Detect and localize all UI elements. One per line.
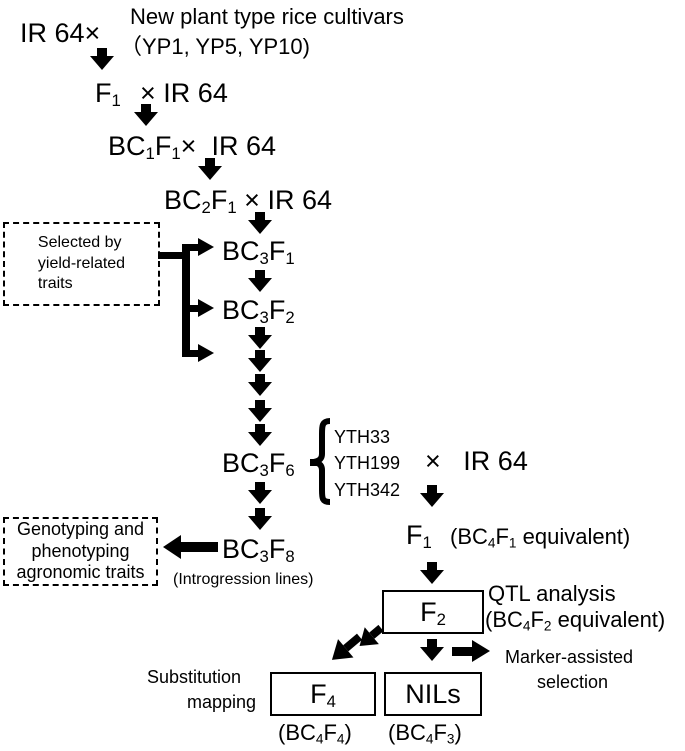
arrow-down	[248, 482, 272, 504]
f2-equivalent-note: (BC4F2 equivalent)	[485, 607, 666, 634]
arrow-down	[420, 485, 444, 507]
line-yth342: YTH342	[334, 480, 401, 500]
arrow-down	[420, 639, 444, 661]
donor-list: （YP1, YP5, YP10)	[120, 34, 310, 59]
selection-note-box: Selected by yield-related traits	[3, 222, 160, 306]
arrow-down	[248, 400, 272, 422]
line-yth33: YTH33	[334, 427, 391, 447]
ir64-parent: IR 64×	[20, 18, 101, 48]
selection-bracket	[158, 238, 214, 362]
mas-label-line1: Marker-assisted	[505, 647, 634, 667]
arrow-down	[248, 508, 272, 530]
substitution-label-line2: mapping	[187, 692, 257, 712]
genotyping-note-line: phenotyping	[31, 540, 130, 561]
substitution-label-line1: Substitution	[147, 667, 242, 687]
nils-label: NILs	[405, 678, 461, 709]
arrow-right	[452, 640, 490, 662]
yth-cross: × IR 64	[425, 446, 528, 476]
f4-box: F4	[270, 672, 376, 716]
arrow-down	[248, 327, 272, 349]
bc3f2-generation: BC3F2	[222, 295, 295, 328]
genotyping-note-box: Genotyping and phenotyping agronomic tra…	[3, 517, 158, 586]
brace-connector	[310, 459, 318, 466]
arrow-diagonal	[359, 624, 384, 646]
f4-generation: F4	[310, 678, 336, 711]
arrow-down	[248, 350, 272, 372]
bc3f6-generation: BC3F6	[222, 448, 295, 481]
bc3f8-generation: BC3F8	[222, 534, 295, 567]
f2-generation: F2	[420, 596, 446, 629]
genotyping-note-line: agronomic traits	[16, 562, 145, 583]
f4-note: (BC4F4)	[278, 720, 352, 747]
f1-equivalent-generation: F1	[406, 520, 432, 553]
arrow-down	[420, 562, 444, 584]
arrow-down	[248, 424, 272, 446]
f1-generation: F1	[95, 78, 121, 111]
qtl-analysis-label: QTL analysis	[488, 581, 616, 606]
genotyping-note-line: Genotyping and	[16, 519, 145, 540]
line-yth199: YTH199	[334, 453, 401, 473]
arrow-down	[248, 212, 272, 234]
arrow-left	[163, 535, 218, 559]
mas-label-line2: selection	[537, 672, 609, 692]
arrow-down	[90, 48, 114, 70]
f1-equivalent-note: (BC4F1 equivalent)	[450, 524, 631, 551]
nils-box: NILs	[384, 672, 482, 716]
bc2f1-generation: BC2F1 × IR 64	[164, 185, 332, 218]
arrow-diagonal	[331, 633, 363, 660]
selection-note-line: traits	[37, 275, 73, 293]
nils-note: (BC4F3)	[388, 720, 462, 747]
bc3f1-generation: BC3F1	[222, 236, 295, 269]
introgression-caption: (Introgression lines)	[173, 571, 314, 588]
f1-cross: × IR 64	[140, 78, 228, 108]
f2-box: F2	[382, 590, 484, 634]
bc1f1-generation: BC1F1× IR 64	[108, 131, 276, 164]
selection-note-line: Selected by	[37, 233, 122, 251]
donor-title: New plant type rice cultivars	[130, 4, 404, 29]
arrow-down	[198, 158, 222, 180]
arrow-down	[248, 270, 272, 292]
selection-note-line: yield-related	[37, 254, 126, 272]
arrow-down	[248, 374, 272, 396]
